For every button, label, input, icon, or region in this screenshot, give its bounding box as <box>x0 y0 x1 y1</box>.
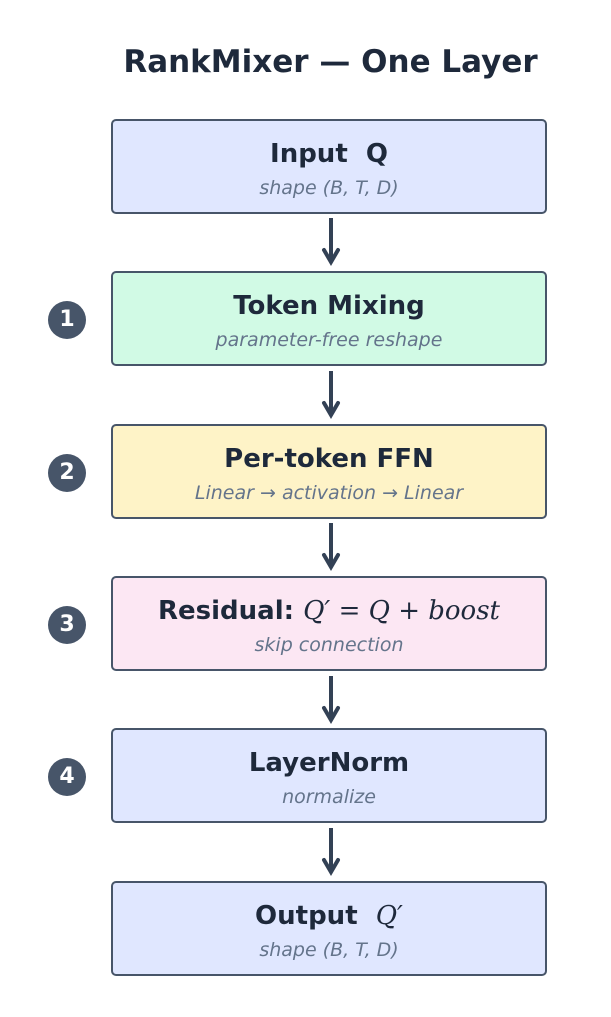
step-badge-2: 2 <box>48 454 86 492</box>
input-subtitle: shape (B, T, D) <box>259 177 399 199</box>
arrow-3 <box>322 523 340 571</box>
arrow-1 <box>322 218 340 266</box>
output-label-text: Output <box>255 901 358 931</box>
output-label-symbol: Q′ <box>375 901 403 931</box>
input-box: Input Q shape (B, T, D) <box>111 119 547 214</box>
layernorm-box: LayerNorm normalize <box>111 728 547 823</box>
residual-formula: Q′ = Q + boost <box>303 596 500 626</box>
input-label: Input Q <box>113 139 545 169</box>
arrow-4 <box>322 676 340 724</box>
layernorm-label: LayerNorm <box>248 748 410 778</box>
residual-subtitle: skip connection <box>254 634 404 656</box>
output-label: Output Q′ <box>113 901 545 931</box>
residual-label: Residual: Q′ = Q + boost <box>113 596 545 626</box>
input-label-symbol: Q <box>365 139 388 169</box>
output-subtitle: shape (B, T, D) <box>259 939 399 961</box>
per-token-ffn-subtitle: Linear → activation → Linear <box>194 482 464 504</box>
arrow-2 <box>322 371 340 419</box>
step-badge-3: 3 <box>48 606 86 644</box>
step-badge-4: 4 <box>48 758 86 796</box>
residual-box: Residual: Q′ = Q + boost skip connection <box>111 576 547 671</box>
layernorm-subtitle: normalize <box>282 786 376 808</box>
token-mixing-box: Token Mixing parameter-free reshape <box>111 271 547 366</box>
diagram-title: RankMixer — One Layer <box>123 44 538 80</box>
step-badge-1: 1 <box>48 301 86 339</box>
input-label-text: Input <box>270 139 348 169</box>
token-mixing-label: Token Mixing <box>233 291 425 321</box>
per-token-ffn-box: Per-token FFN Linear → activation → Line… <box>111 424 547 519</box>
token-mixing-subtitle: parameter-free reshape <box>215 329 443 351</box>
per-token-ffn-label: Per-token FFN <box>224 444 434 474</box>
arrow-5 <box>322 828 340 876</box>
residual-label-text: Residual: <box>158 596 295 626</box>
output-box: Output Q′ shape (B, T, D) <box>111 881 547 976</box>
